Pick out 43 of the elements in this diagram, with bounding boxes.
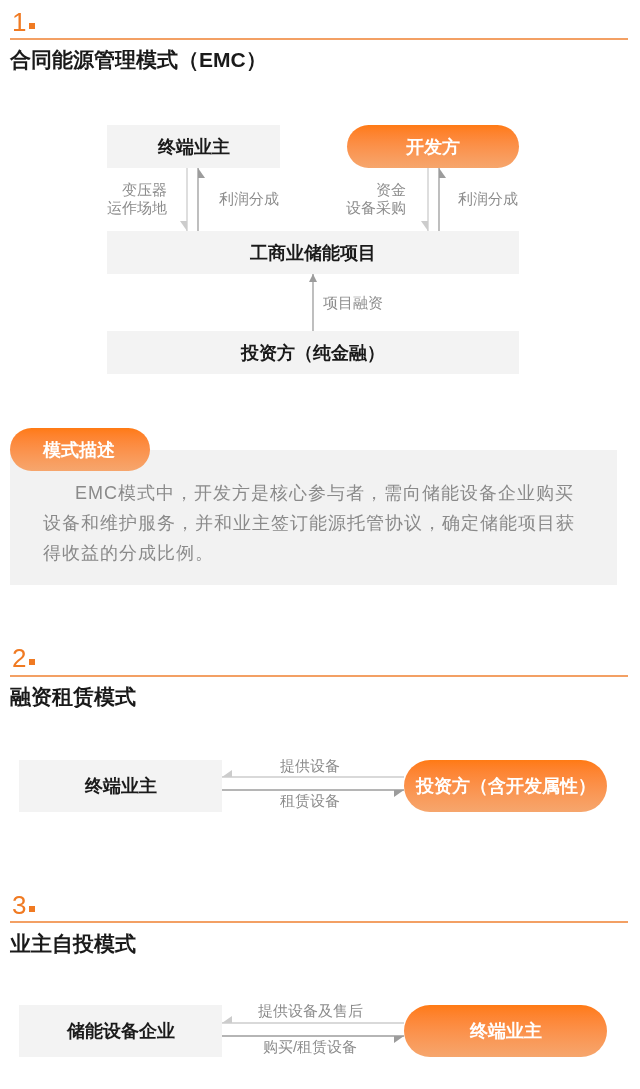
- arrow: [438, 167, 446, 232]
- edge-label: 利润分成: [458, 190, 518, 208]
- arrow: [309, 273, 317, 332]
- section-heading: 融资租赁模式: [10, 684, 136, 710]
- section-number: 1: [12, 9, 27, 35]
- tag-pill: [10, 428, 150, 471]
- edge-label: 提供设备: [280, 757, 340, 775]
- section-number: 2: [12, 645, 27, 671]
- edge-label: 资金设备采购: [345, 181, 406, 217]
- entity-pill: [347, 125, 519, 168]
- entity-box: [19, 760, 222, 812]
- arrow: [180, 167, 188, 232]
- entity-label: 终端业主: [84, 775, 157, 798]
- entity-label: 投资方（纯金融）: [241, 341, 385, 365]
- section-number: 3: [12, 892, 27, 918]
- entity-pill: [404, 760, 607, 812]
- edge-label: 租赁设备: [280, 792, 340, 810]
- entity-label: 终端业主: [157, 135, 230, 159]
- entity-pill: [404, 1005, 607, 1057]
- tag-label: 模式描述: [43, 438, 115, 462]
- entity-label: 投资方（含开发属性）: [415, 775, 596, 798]
- edge-label: 购买/租赁设备: [262, 1038, 358, 1056]
- section-heading: 合同能源管理模式（EMC）: [10, 47, 267, 73]
- entity-box: [107, 231, 519, 274]
- entity-box: [19, 1005, 222, 1057]
- arrow: [221, 789, 405, 797]
- arrow: [221, 770, 405, 778]
- edge-label: 利润分成: [219, 190, 279, 208]
- section-heading: 业主自投模式: [10, 931, 136, 957]
- entity-box: [107, 331, 519, 374]
- arrow: [221, 1035, 405, 1043]
- arrow: [197, 167, 205, 232]
- edge-label: 变压器运作场地: [106, 181, 167, 217]
- entity-label: 工商业储能项目: [250, 241, 376, 265]
- entity-label: 终端业主: [469, 1020, 542, 1043]
- edge-label: 提供设备及售后: [257, 1002, 363, 1020]
- arrow: [221, 1016, 405, 1024]
- entity-box: [107, 125, 280, 168]
- entity-label: 开发方: [406, 135, 460, 159]
- arrow: [421, 167, 429, 232]
- entity-label: 储能设备企业: [66, 1020, 175, 1043]
- edge-label: 项目融资: [323, 294, 383, 312]
- description-text: EMC模式中，开发方是核心参与者，需向储能设备企业购买设备和维护服务，并和业主签订能源托管协议，确定储能项目获得收益的分成比例。: [43, 482, 576, 565]
